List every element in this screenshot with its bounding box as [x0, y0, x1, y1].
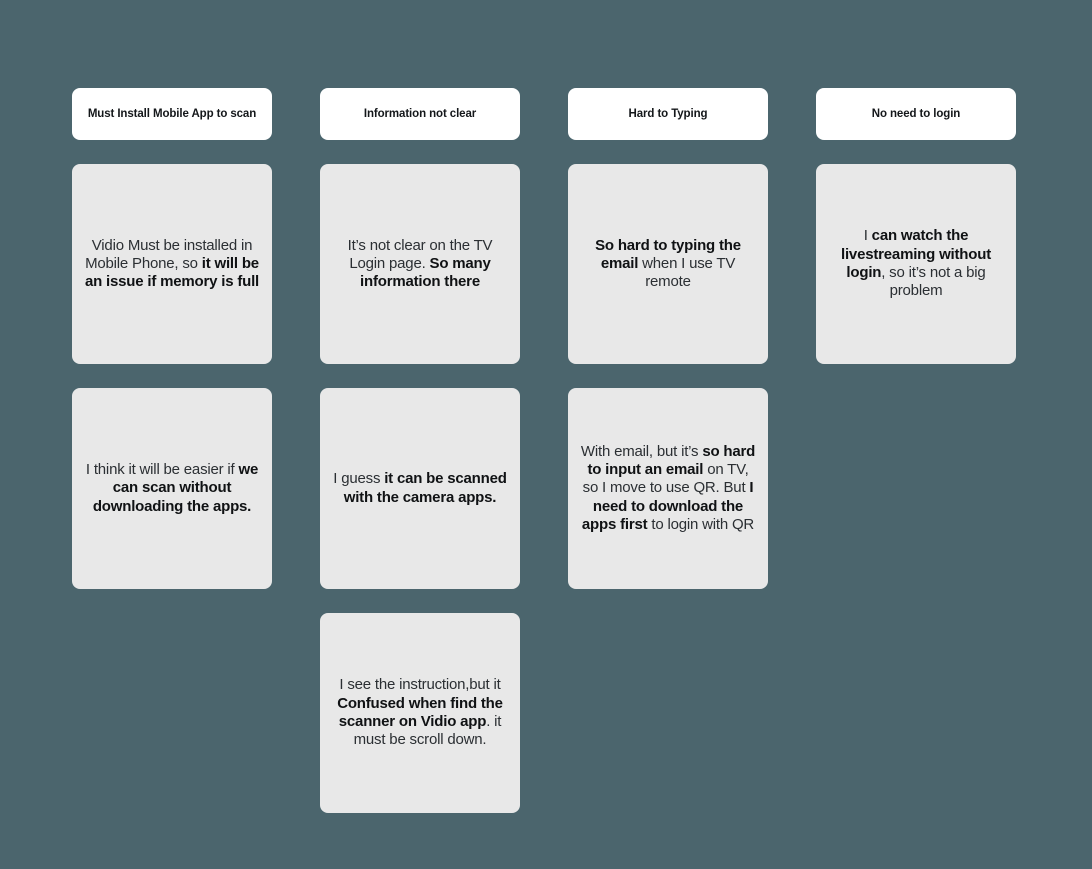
sticky-note-text: With email, but it’s so hard to input an… — [580, 443, 756, 534]
sticky-note-card[interactable]: I see the instruction,but it Confused wh… — [320, 613, 520, 813]
note-text-emphasis: I need to download the apps first — [581, 479, 754, 533]
note-text-emphasis: so hard to input an email — [587, 442, 756, 479]
note-text-plain: to login with QR — [647, 515, 755, 533]
note-text-emphasis: So many information there — [360, 254, 491, 291]
column-header-card[interactable]: Information not clear — [320, 88, 520, 140]
sticky-note-text: It’s not clear on the TV Login page. So … — [332, 237, 508, 292]
note-text-emphasis: can watch the livestreaming without logi… — [841, 227, 991, 281]
sticky-note-card[interactable]: Vidio Must be installed in Mobile Phone,… — [72, 164, 272, 364]
note-text-plain: Vidio Must be installed in Mobile Phone,… — [85, 236, 253, 272]
sticky-note-text: I guess it can be scanned with the camer… — [332, 470, 508, 507]
note-text-plain: I think it will be easier if — [85, 461, 239, 479]
sticky-note-text: I can watch the livestreaming without lo… — [828, 227, 1004, 300]
note-text-plain: , so it’s not a big problem — [881, 264, 986, 300]
note-text-plain: With email, but it’s — [580, 442, 703, 460]
sticky-note-card[interactable]: It’s not clear on the TV Login page. So … — [320, 164, 520, 364]
column-header-card[interactable]: No need to login — [816, 88, 1016, 140]
sticky-note-card[interactable]: So hard to typing the email when I use T… — [568, 164, 768, 364]
note-text-plain: I — [863, 227, 872, 245]
column-header-card[interactable]: Hard to Typing — [568, 88, 768, 140]
note-text-emphasis: it can be scanned with the camera apps. — [343, 470, 507, 506]
sticky-note-text: Vidio Must be installed in Mobile Phone,… — [84, 237, 260, 292]
sticky-note-text: I see the instruction,but it Confused wh… — [332, 676, 508, 749]
column-header-label: Must Install Mobile App to scan — [87, 107, 257, 120]
note-text-plain: It’s not clear on the TV Login page. — [347, 236, 493, 272]
note-text-emphasis: Confused when find the scanner on Vidio … — [337, 694, 503, 730]
note-text-plain: on TV, so I move to use QR. But — [582, 461, 750, 497]
note-text-plain: when I use TV remote — [638, 254, 736, 291]
note-text-plain: I guess — [333, 470, 385, 488]
board-column-3: Hard to Typing So hard to typing the emai… — [568, 88, 768, 613]
note-text-emphasis: it will be an issue if memory is full — [84, 254, 260, 291]
note-text-emphasis: So hard to typing the email — [595, 236, 741, 272]
column-header-card[interactable]: Must Install Mobile App to scan — [72, 88, 272, 140]
column-header-label: Hard to Typing — [628, 107, 708, 120]
note-text-plain: I see the instruction,but it — [339, 676, 501, 694]
column-header-label: Information not clear — [363, 107, 477, 120]
sticky-note-text: So hard to typing the email when I use T… — [580, 237, 756, 292]
sticky-note-text: I think it will be easier if we can scan… — [84, 461, 260, 516]
sticky-note-card[interactable]: With email, but it’s so hard to input an… — [568, 388, 768, 589]
sticky-note-card[interactable]: I guess it can be scanned with the camer… — [320, 388, 520, 589]
note-text-plain: . it must be scroll down. — [353, 713, 502, 749]
sticky-note-card[interactable]: I think it will be easier if we can scan… — [72, 388, 272, 589]
note-text-emphasis: we can scan without downloading the apps… — [92, 461, 259, 515]
column-header-label: No need to login — [871, 107, 961, 120]
sticky-note-card[interactable]: I can watch the livestreaming without lo… — [816, 164, 1016, 364]
